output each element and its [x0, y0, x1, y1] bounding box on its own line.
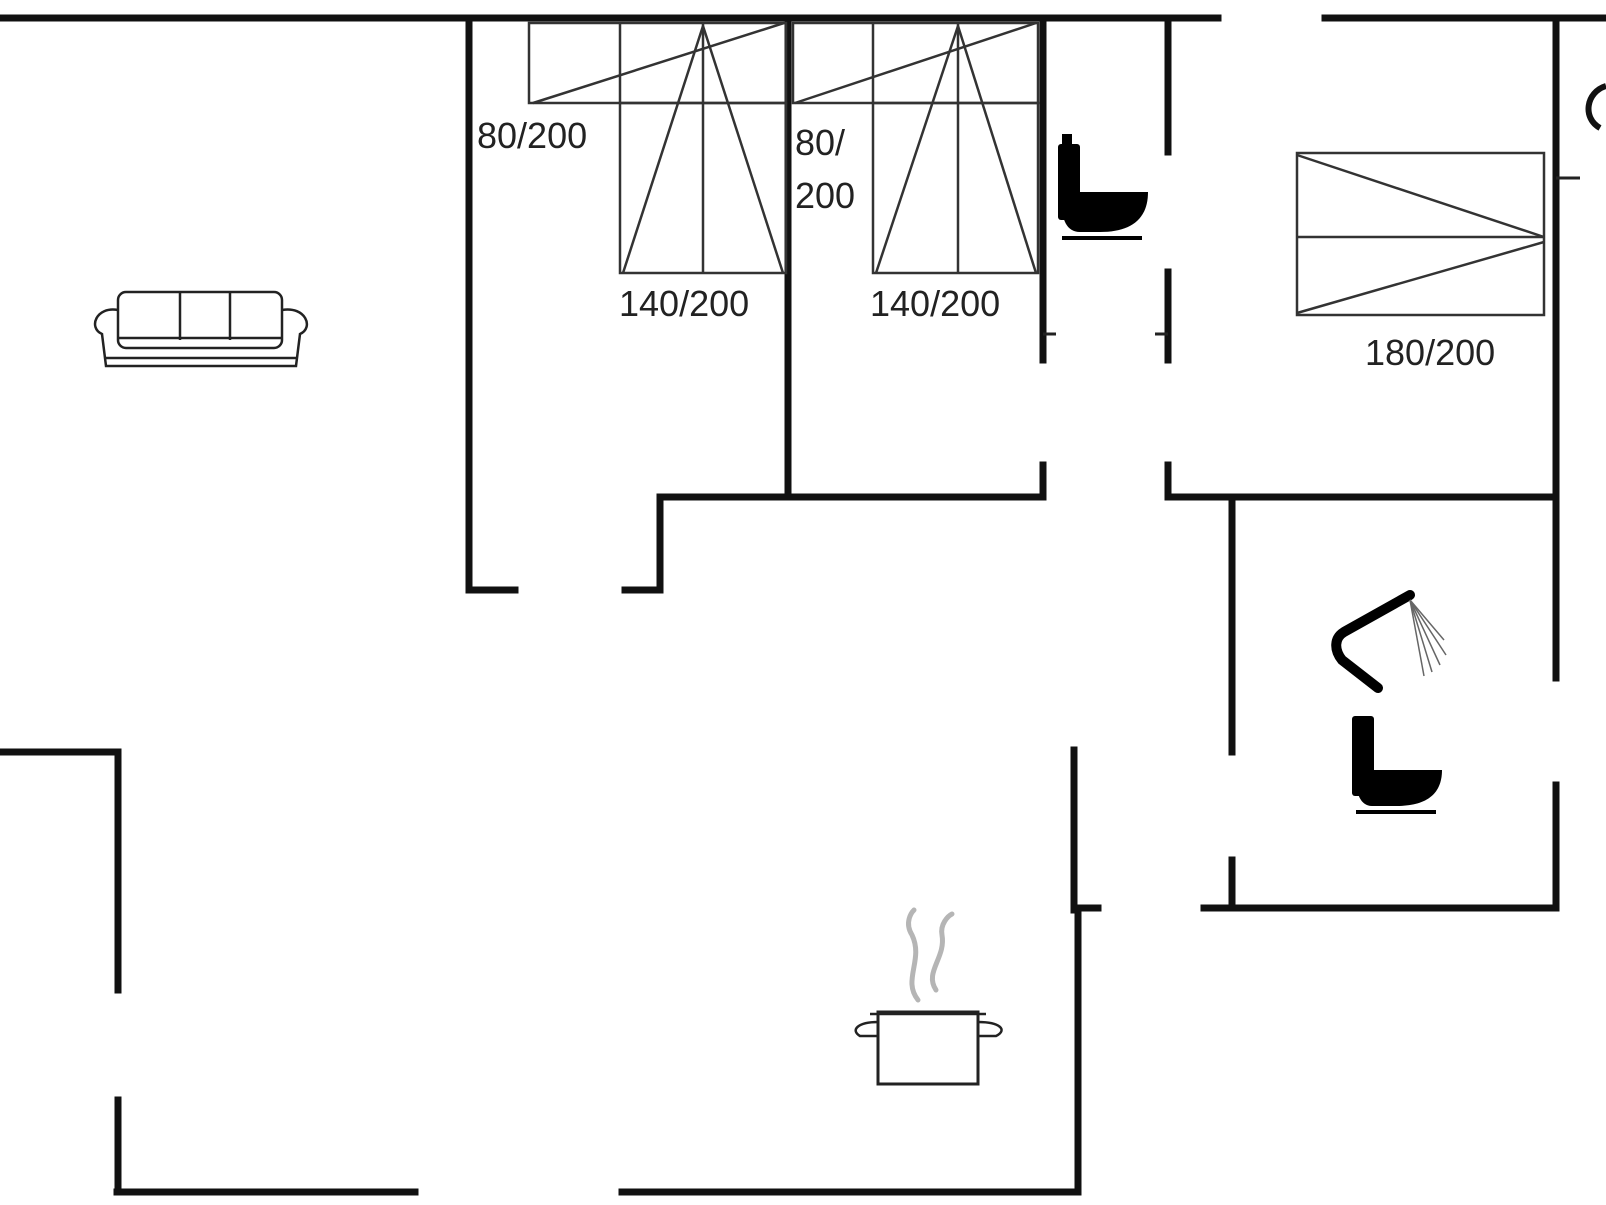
label-bunk-right-line1: 80/	[795, 122, 845, 163]
label-double-right: 140/200	[870, 283, 1000, 324]
label-double-large: 180/200	[1365, 332, 1495, 373]
bed-double-left	[618, 23, 788, 275]
label-bunk-right-line2: 200	[795, 175, 855, 216]
cooking-pot-icon	[854, 907, 1003, 1086]
bed-bunk-left	[527, 21, 788, 105]
bed-bunk-right	[791, 21, 1040, 105]
label-bunk-left: 80/200	[477, 115, 587, 156]
toilet-icon	[1058, 134, 1148, 240]
label-double-left: 140/200	[619, 283, 749, 324]
shower-icon	[1331, 590, 1447, 693]
bed-double-right	[871, 23, 1040, 275]
door-swing-edge	[1585, 83, 1606, 131]
walls	[0, 14, 1606, 1196]
sofa-icon	[93, 290, 309, 368]
bed-double-large	[1295, 151, 1546, 317]
toilet-icon-bathroom	[1352, 716, 1442, 814]
